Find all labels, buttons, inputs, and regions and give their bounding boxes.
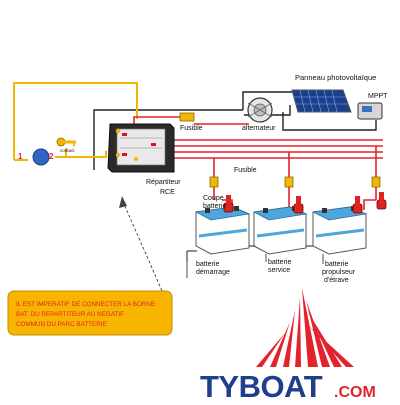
battery-negative-wires <box>186 245 313 262</box>
warning-box <box>7 290 173 336</box>
battery-switch-icon <box>352 196 363 214</box>
label-connectors <box>186 254 324 278</box>
brand-suffix: .COM <box>334 384 376 400</box>
coupe-batterie-line1: Coupe <box>203 195 224 202</box>
battery-icon <box>194 206 251 255</box>
negative-wires <box>93 91 377 170</box>
fusible-top-label: Fusible <box>180 125 203 132</box>
number-2-label: 2 <box>49 152 54 161</box>
fuse-icon <box>209 176 219 188</box>
repartiteur-label-line2: RCE <box>160 189 175 196</box>
alternator-label: alternateur <box>242 125 276 132</box>
battery-2-line1: batterie <box>268 259 291 266</box>
battery-3-line2: propulseur <box>322 269 356 276</box>
battery-1-line1: batterie <box>196 261 219 268</box>
excitation-wires <box>13 82 138 161</box>
ignition-switch-icon <box>32 148 50 166</box>
contact-label: contact <box>60 148 75 153</box>
battery-switch-icon <box>376 192 387 210</box>
mppt-controller-icon <box>357 102 383 120</box>
repartiteur-label-line1: Répartiteur <box>146 179 181 186</box>
coupe-batterie-line2: batterie <box>203 203 226 210</box>
warning-line1: IL EST IMPERATIF DE CONNECTER LA BORNE <box>16 301 155 308</box>
positive-wires <box>117 116 383 210</box>
battery-3-line3: d'étrave <box>324 277 349 284</box>
fuse-icon <box>371 176 381 188</box>
warning-line3: COMMUN DU PARC BATTERIE <box>16 321 107 328</box>
battery-switch-icon <box>223 195 234 213</box>
warning-line2: BAT. DU REPARTITEUR AU NEGATIF <box>16 311 124 318</box>
battery-icon <box>252 206 308 255</box>
tyboat-sail-logo-icon <box>256 288 354 367</box>
fuse-icon <box>179 112 195 122</box>
warning-pointer <box>119 196 167 301</box>
battery-3-line1: batterie <box>325 261 348 268</box>
fuse-icon <box>284 176 294 188</box>
repartiteur-box <box>107 123 175 173</box>
brand-name: TYBOAT <box>200 369 323 400</box>
alternator-icon <box>247 97 273 123</box>
battery-2-line2: service <box>268 267 290 274</box>
battery-1-line2: démarrage <box>196 269 230 276</box>
solar-panel-icon <box>291 89 352 113</box>
number-1-label: 1 <box>18 152 23 161</box>
key-icon <box>56 137 76 147</box>
fusible-mid-label: Fusible <box>234 167 257 174</box>
solar-panel-label: Panneau photovoltaïque <box>295 73 376 82</box>
battery-switch-icon <box>293 196 304 214</box>
mppt-label: MPPT <box>368 93 388 100</box>
